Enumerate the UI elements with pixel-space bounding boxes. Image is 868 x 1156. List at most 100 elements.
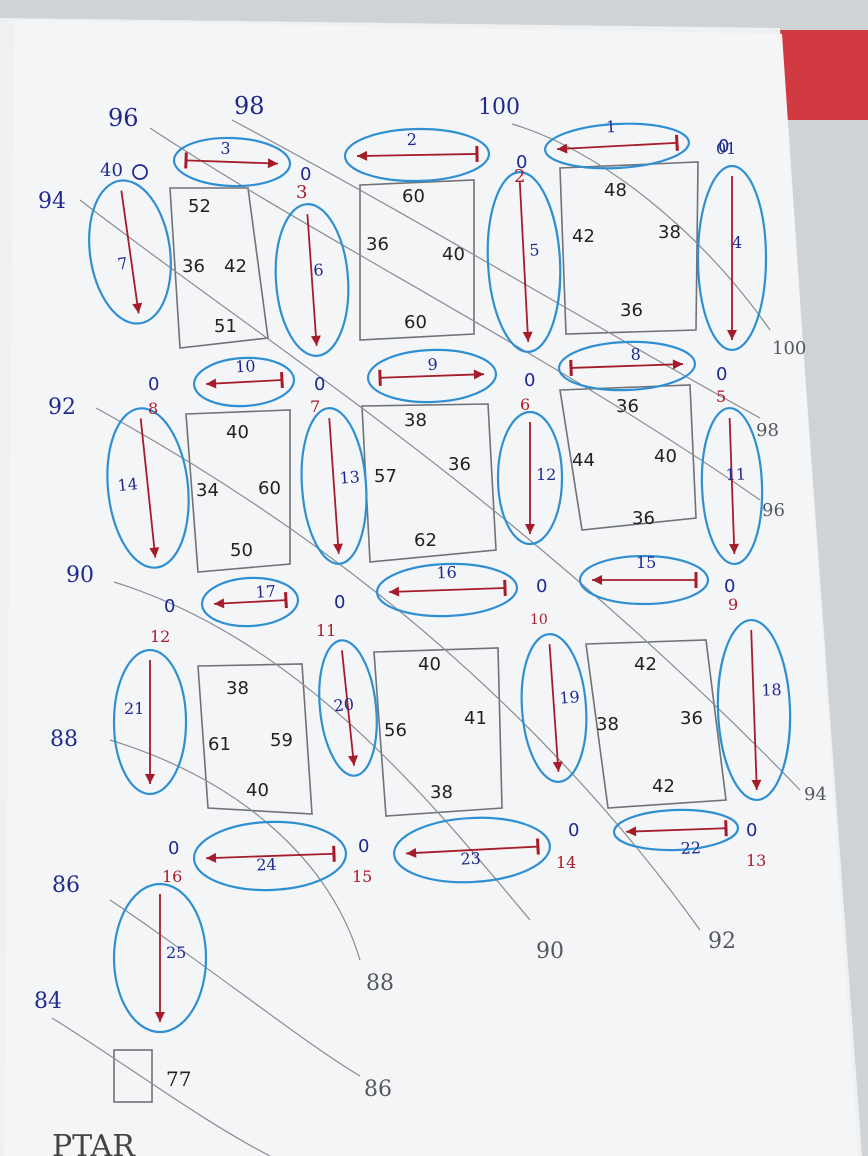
legend-label: 77	[166, 1067, 191, 1091]
junction-3-circle: 0	[300, 164, 311, 185]
diagonal-label-86: 86	[364, 1077, 392, 1102]
segment-13: 13	[300, 407, 368, 565]
junction-11-circle: 0	[334, 592, 345, 613]
segment-16-arrowhead-icon	[389, 586, 400, 597]
block-5-left-value: 57	[374, 466, 397, 487]
segment-24-arrowhead-icon	[206, 852, 217, 863]
segment-12-arrowhead-icon	[525, 524, 535, 534]
segment-24-label: 24	[256, 855, 277, 875]
segment-12: 12	[496, 410, 564, 546]
block-2-bottom-value: 60	[404, 312, 427, 333]
segment-group: 1234567891011121314151617181920212223242…	[88, 117, 792, 1034]
segment-1-ellipse	[543, 122, 691, 170]
segment-5: 5	[486, 171, 562, 353]
junction-mark-40: 40	[100, 160, 123, 181]
block-6-top-value: 40	[226, 422, 249, 443]
left-label-90: 90	[66, 563, 94, 588]
junction-5-circle: 0	[716, 364, 727, 385]
block-1-top-value: 48	[604, 180, 627, 201]
segment-14-arrow-line	[139, 418, 157, 558]
segment-11-arrow-line	[728, 418, 736, 554]
segment-1-arrow-tail	[675, 134, 679, 151]
junction-label-15: 15	[352, 867, 372, 886]
segment-18-ellipse	[716, 618, 792, 802]
block-4-bottom-value: 36	[632, 508, 655, 529]
segment-6-ellipse	[274, 203, 350, 357]
segment-13-ellipse	[300, 407, 368, 565]
segment-16-label: 16	[436, 563, 457, 583]
block-3	[169, 187, 269, 349]
top-label-96: 96	[108, 104, 139, 132]
junction-13-circle: 0	[746, 820, 757, 841]
block-6-left-value: 34	[196, 480, 219, 501]
segment-21-label: 21	[124, 699, 144, 718]
diagonal-label-88: 88	[366, 971, 394, 996]
diagonal-label-90: 90	[536, 939, 564, 964]
junction-7-circle: 0	[314, 374, 325, 395]
segment-20-ellipse	[318, 639, 378, 777]
segment-11: 11	[700, 406, 764, 566]
segment-14-arrowhead-icon	[149, 547, 160, 558]
junction-2-circle: 0	[516, 152, 527, 173]
block-7-top-value: 42	[634, 654, 657, 675]
segment-11-ellipse	[700, 406, 764, 566]
segment-8-arrowhead-icon	[672, 359, 683, 370]
contour-84	[51, 1017, 271, 1156]
segment-8: 8	[557, 340, 697, 392]
segment-10-arrow-tail	[280, 371, 284, 389]
junction-label-01: 01	[716, 139, 736, 158]
segment-22-ellipse	[612, 808, 740, 852]
contour-86	[109, 899, 361, 1077]
segment-2-label: 2	[407, 130, 418, 149]
segment-24-ellipse	[192, 820, 348, 892]
contour-96	[149, 127, 761, 501]
block-1-bottom-value: 36	[620, 300, 643, 321]
top-label-100: 100	[478, 95, 520, 120]
block-8-bottom-value: 38	[430, 782, 453, 803]
segment-1-label: 1	[605, 117, 616, 137]
segment-20-arrow-line	[341, 650, 355, 766]
segment-15-ellipse	[578, 554, 710, 606]
segment-9-arrowhead-icon	[473, 369, 484, 380]
segment-10-arrow-line	[206, 379, 282, 385]
segment-9-arrow-line	[380, 373, 484, 379]
segment-5-arrow-line	[518, 182, 530, 342]
junction-label-14: 14	[556, 853, 576, 872]
junction-8-circle: 0	[148, 374, 159, 395]
segment-3-arrow-tail	[184, 152, 188, 169]
segment-8-label: 8	[630, 345, 641, 364]
segment-10: 10	[192, 356, 296, 408]
segment-9-label: 9	[427, 355, 438, 374]
left-label-84: 84	[34, 989, 62, 1014]
segment-17-arrowhead-icon	[214, 598, 225, 609]
segment-7-arrow-line	[120, 190, 140, 314]
left-label-86: 86	[52, 873, 80, 898]
segment-24-arrow-tail	[332, 845, 336, 862]
segment-9-ellipse	[366, 348, 498, 404]
junction-15-circle: 0	[358, 836, 369, 857]
junction-label-16: 16	[162, 867, 182, 886]
segment-22: 22	[612, 808, 740, 858]
segment-20: 20	[318, 639, 378, 777]
segment-14: 14	[106, 407, 190, 569]
segment-8-ellipse	[557, 340, 697, 392]
block-1-right-value: 38	[658, 222, 681, 243]
segment-15-label: 15	[636, 553, 656, 572]
block-5-right-value: 36	[448, 454, 471, 475]
segment-11-label: 11	[725, 465, 746, 485]
segment-9: 9	[366, 348, 498, 404]
segment-5-ellipse	[486, 171, 562, 353]
junction-label-7: 7	[310, 397, 320, 416]
segment-18: 18	[716, 618, 792, 802]
junction-label-9: 9	[728, 595, 738, 614]
contour-100	[511, 123, 771, 331]
block-6-right-value: 60	[258, 478, 281, 499]
junction-label-5: 5	[716, 387, 726, 406]
block-5-top-value: 38	[404, 410, 427, 431]
block-9-bottom-value: 40	[246, 780, 269, 801]
